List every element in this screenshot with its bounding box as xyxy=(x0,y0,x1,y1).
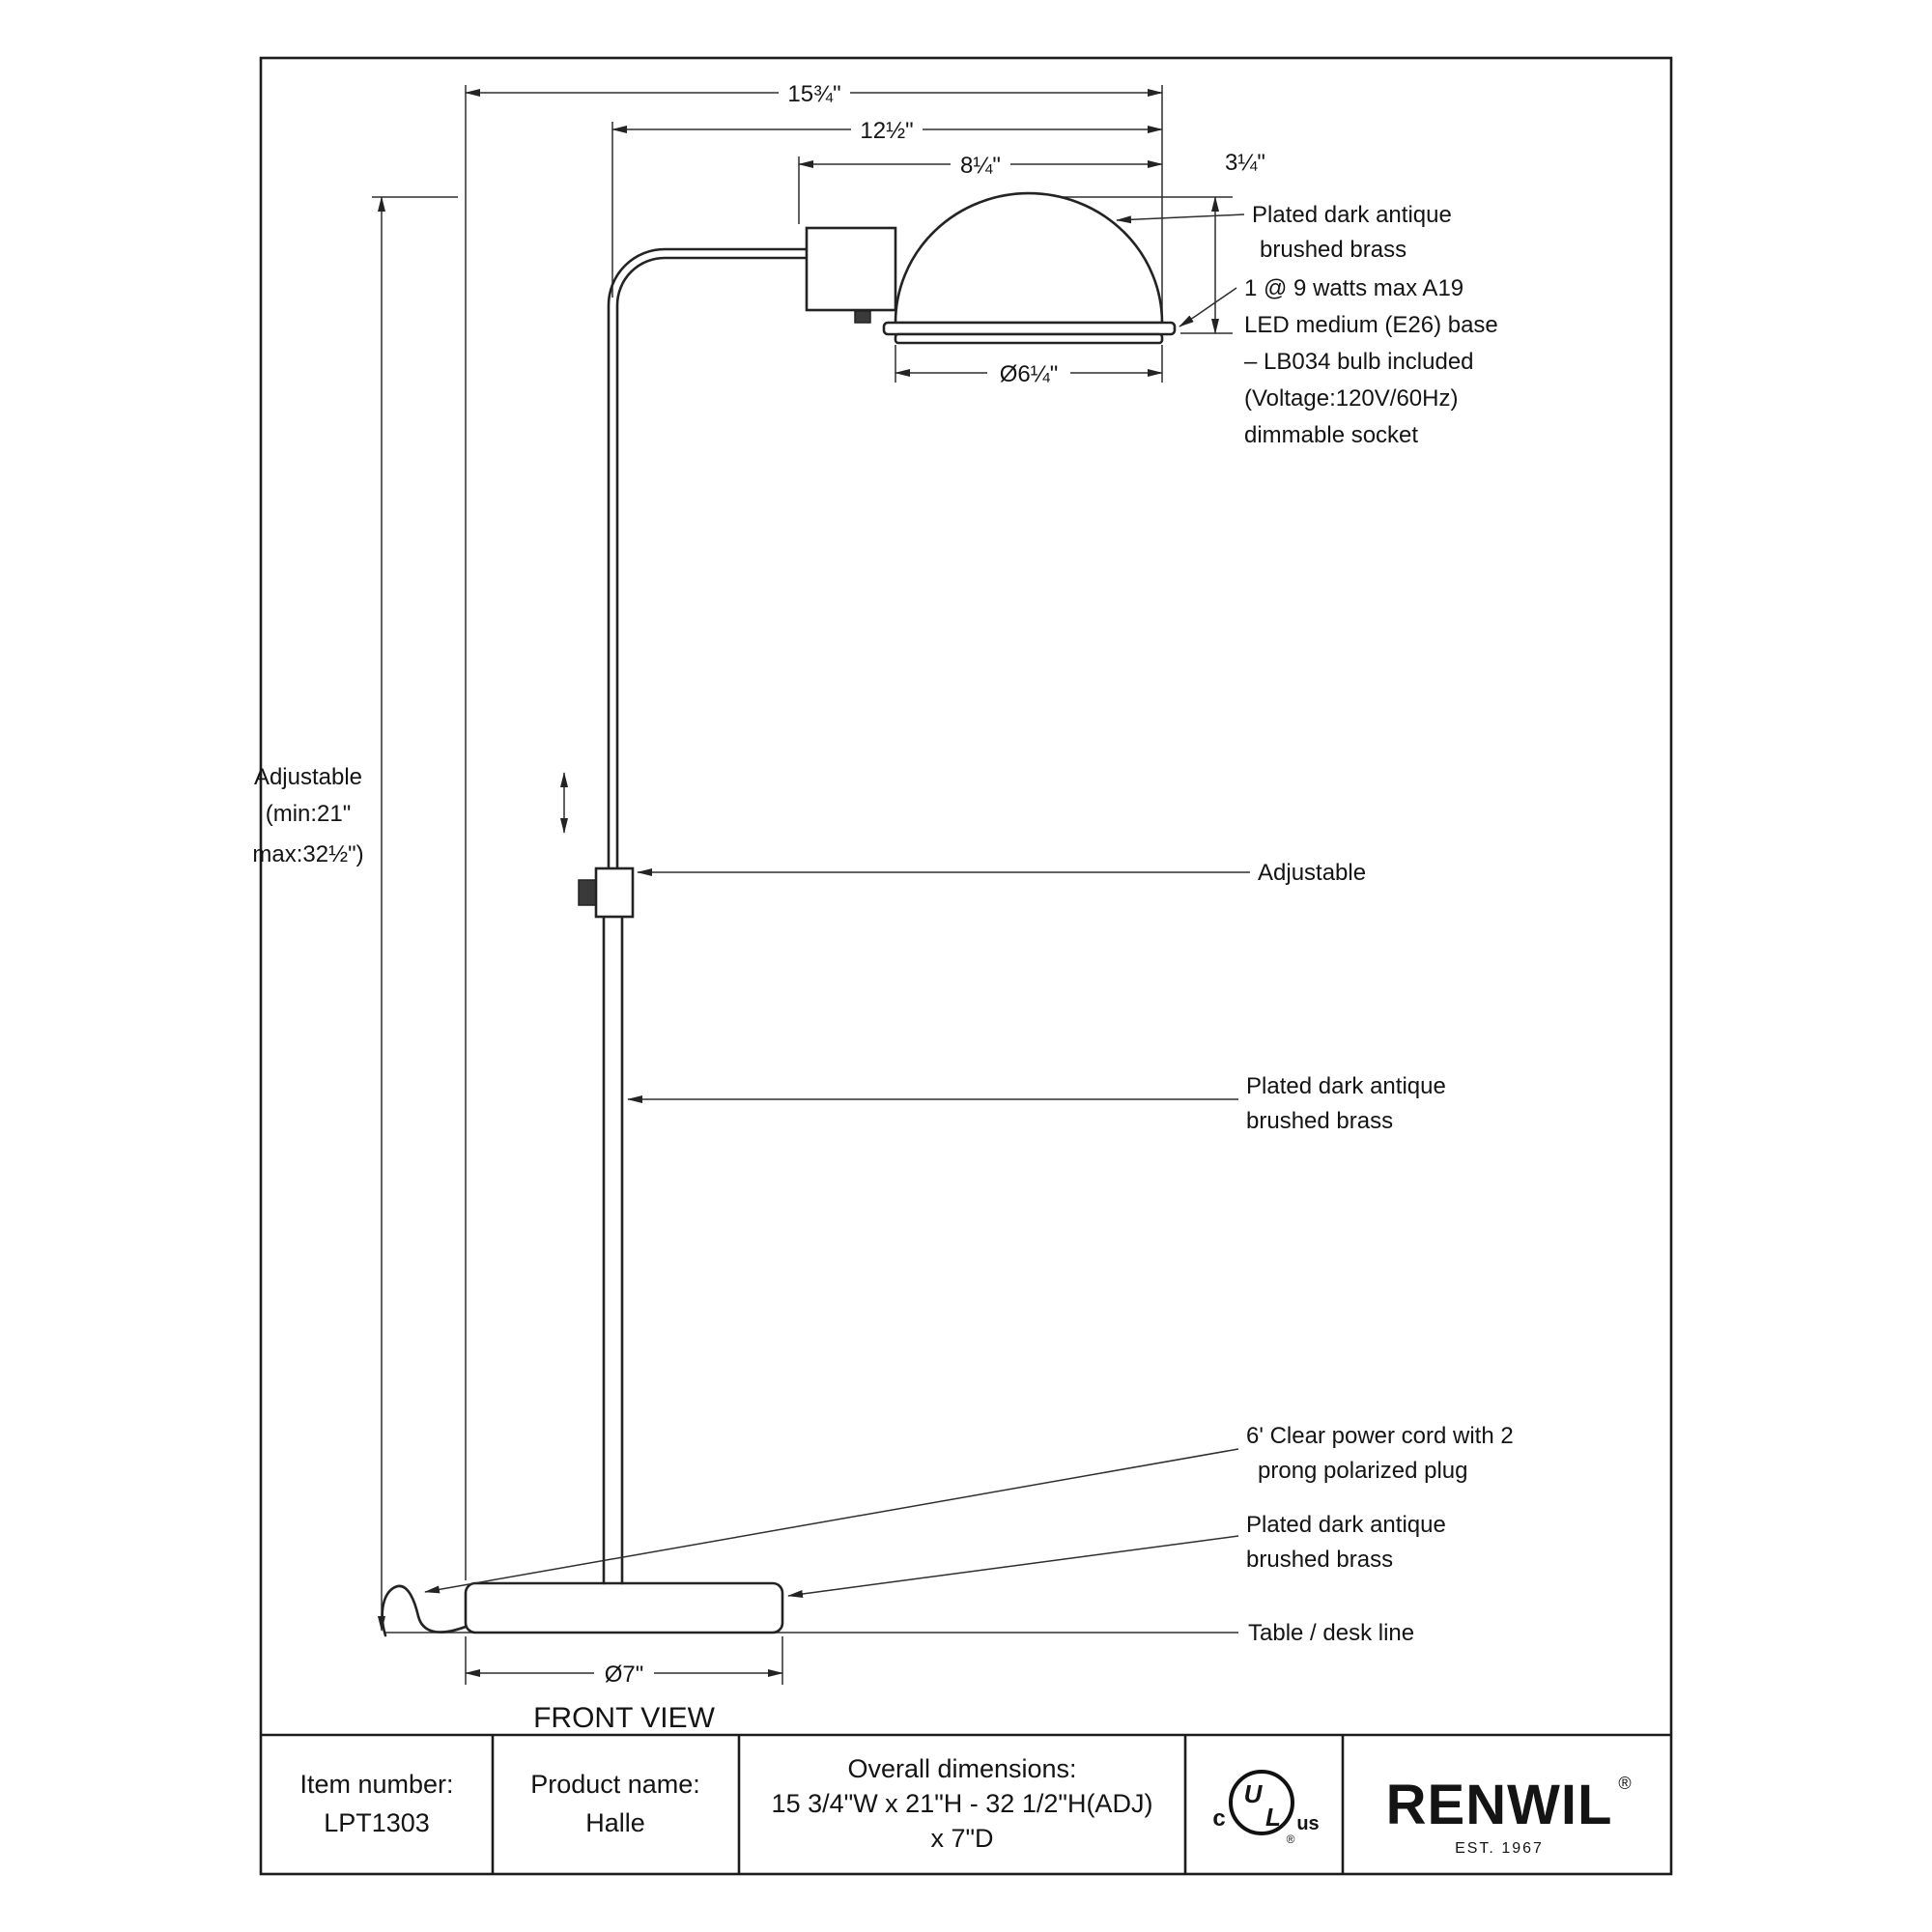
note-bulb-line2: LED medium (E26) base xyxy=(1244,312,1498,338)
dim-label-bg xyxy=(851,116,923,143)
brand-established: EST. 1967 xyxy=(1455,1840,1544,1857)
note-cord-line2: prong polarized plug xyxy=(1258,1458,1468,1484)
ul-c: c xyxy=(1212,1805,1225,1832)
brand-logo: RENWIL ® EST. 1967 xyxy=(1386,1774,1632,1857)
ul-us: us xyxy=(1296,1813,1319,1834)
leader-base-finish xyxy=(787,1535,1239,1598)
cul-us-mark: U L c us ® xyxy=(1212,1770,1320,1846)
note-cord-line1: 6' Clear power cord with 2 xyxy=(1246,1423,1514,1449)
front-view-label: FRONT VIEW xyxy=(533,1702,715,1734)
ul-registered-mark: ® xyxy=(1287,1833,1295,1846)
dim-label-bg xyxy=(594,1660,654,1687)
product-name-value: Halle xyxy=(585,1808,645,1837)
sheet-border xyxy=(259,56,1673,1876)
shade-rim-plate xyxy=(882,321,1177,336)
overall-dimensions-label: Overall dimensions: xyxy=(847,1754,1076,1783)
dim-arm-width: 12½" xyxy=(860,118,913,144)
item-number-value: LPT1303 xyxy=(324,1808,430,1837)
note-adjustable: Adjustable xyxy=(1258,860,1366,886)
dim-label-bg xyxy=(951,151,1010,178)
power-cord xyxy=(381,1584,468,1637)
overall-dimensions-value-line2: x 7"D xyxy=(930,1824,993,1853)
note-shade-finish-line2: brushed brass xyxy=(1260,237,1406,263)
note-base-finish-line2: brushed brass xyxy=(1246,1547,1393,1573)
adjustment-collar xyxy=(594,867,635,919)
dim-adjustable-line2: (min:21" xyxy=(266,801,352,827)
dim-shade-diameter: Ø6¼" xyxy=(1000,361,1059,387)
note-table-line: Table / desk line xyxy=(1248,1620,1414,1646)
lamp-front-view xyxy=(381,191,1238,1685)
dim-label-bg xyxy=(779,79,850,106)
leader-shade-finish xyxy=(1116,213,1245,224)
product-name-label: Product name: xyxy=(530,1770,700,1799)
dim-shade-width: 8¼" xyxy=(960,153,1001,179)
lamp-base xyxy=(464,1581,784,1634)
ul-letter-l: L xyxy=(1265,1803,1281,1832)
dimension-lines xyxy=(372,85,1233,1685)
note-bulb-line1: 1 @ 9 watts max A19 xyxy=(1244,275,1463,301)
leader-power-cord xyxy=(424,1448,1239,1594)
note-base-finish-line1: Plated dark antique xyxy=(1246,1512,1446,1538)
note-pole-finish-line1: Plated dark antique xyxy=(1246,1073,1446,1099)
leader-lines xyxy=(424,213,1250,1598)
ul-letter-u: U xyxy=(1244,1779,1264,1808)
dim-overall-width: 15¾" xyxy=(787,81,840,107)
title-block: Item number: LPT1303 Product name: Halle… xyxy=(261,1733,1671,1874)
overall-dimensions-value-line1: 15 3/4"W x 21"H - 32 1/2"H(ADJ) xyxy=(772,1789,1153,1818)
socket-housing xyxy=(805,226,897,312)
shade-rim-lip xyxy=(894,332,1164,345)
item-number-label: Item number: xyxy=(299,1770,453,1799)
dim-adjustable-line3: max:32½") xyxy=(252,841,363,867)
dim-base-diameter: Ø7" xyxy=(605,1662,644,1688)
dim-label-bg xyxy=(987,359,1070,386)
brand-registered-mark: ® xyxy=(1618,1774,1631,1793)
thumb-screw xyxy=(854,310,871,324)
ul-circle-icon xyxy=(1229,1770,1294,1835)
brand-name: RENWIL xyxy=(1386,1774,1613,1836)
note-bulb-line4: (Voltage:120V/60Hz) xyxy=(1244,385,1458,412)
dim-adjustable-line1: Adjustable xyxy=(254,764,362,790)
arm-and-upper-rod xyxy=(607,247,809,870)
note-shade-finish-line1: Plated dark antique xyxy=(1252,202,1452,228)
dim-shade-height: 3¼" xyxy=(1225,150,1265,176)
shade-dome xyxy=(894,191,1164,325)
adjustment-knob xyxy=(578,879,597,906)
leader-bulb xyxy=(1179,287,1237,327)
note-pole-finish-line2: brushed brass xyxy=(1246,1108,1393,1134)
note-bulb-line3: – LB034 bulb included xyxy=(1244,349,1474,375)
note-bulb-line5: dimmable socket xyxy=(1244,422,1418,448)
